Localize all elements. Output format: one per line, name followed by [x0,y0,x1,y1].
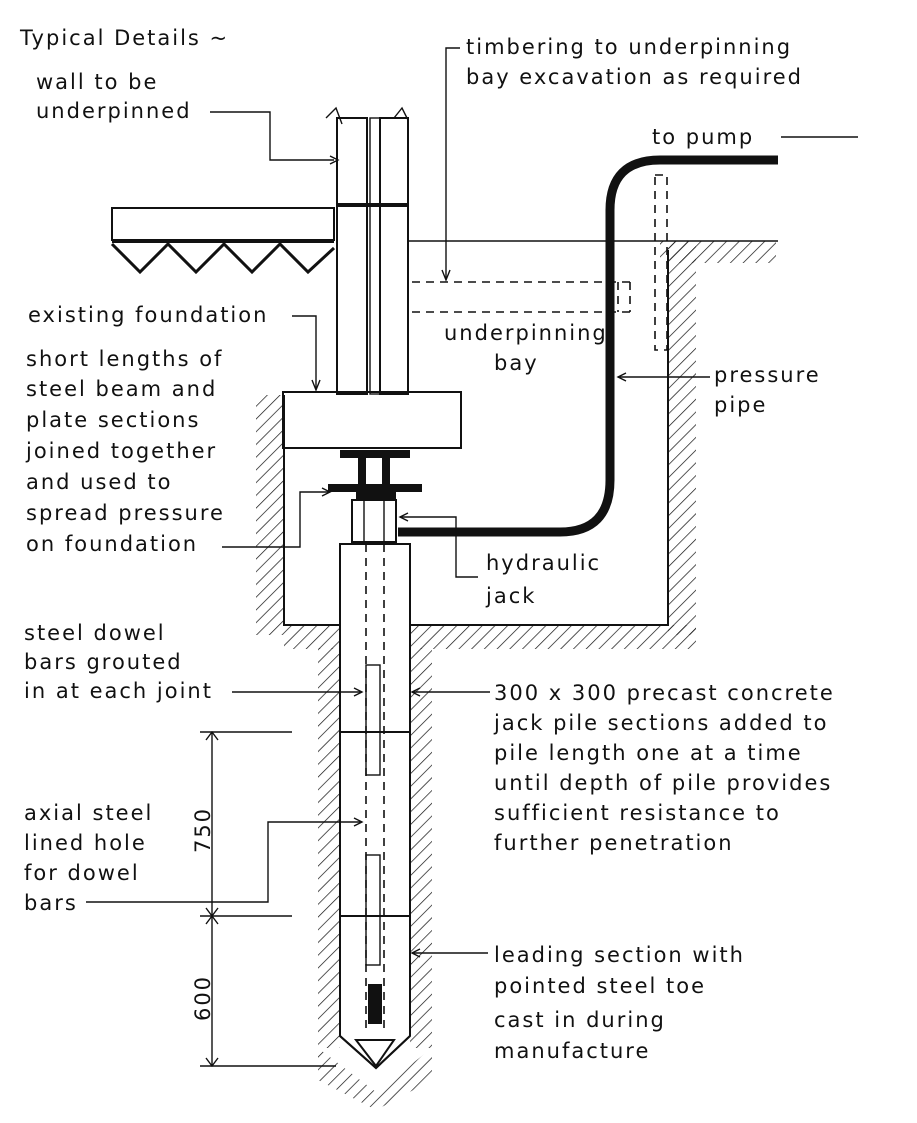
steel-beam-plates [328,450,422,500]
label-leading-section-2: pointed steel toe [494,974,706,998]
label-precast-6: further penetration [494,831,734,855]
label-existing-foundation: existing foundation [28,303,268,327]
pile-hole-soil [318,648,432,1110]
dowel-bar-lower [365,854,381,966]
existing-wall [325,106,409,395]
hydraulic-jack [351,499,397,543]
label-axial-steel-2: lined hole [24,831,147,855]
ground-floor-slab [110,207,336,275]
label-leading-section-1: leading section with [494,943,745,967]
existing-foundation [282,391,462,449]
label-underpinning-bay-1: underpinning [444,321,608,345]
label-steel-dowel-2: bars grouted [24,650,183,674]
label-precast-4: until depth of pile provides [494,771,832,795]
label-leading-section-4: manufacture [494,1039,650,1063]
label-steel-beam-1: short lengths of [26,347,223,371]
label-steel-beam-5: and used to [26,470,172,494]
label-hydraulic-jack-2: jack [485,584,536,608]
label-precast-2: jack pile sections added to [493,711,828,735]
leader-lines [86,47,858,958]
label-wall-line-2: underpinned [36,99,192,123]
label-hydraulic-jack-1: hydraulic [486,551,601,575]
excavation-pit [256,241,696,649]
label-precast-3: pile length one at a time [494,741,803,765]
title-typical-details: Typical Details ~ [19,26,229,50]
steel-toe-insert [368,984,382,1024]
ground-level [408,240,778,263]
label-timbering-line-1: timbering to underpinning [466,35,792,59]
dowel-bar-upper [365,664,381,776]
label-leading-section-3: cast in during [494,1008,666,1032]
label-precast-5: sufficient resistance to [494,801,781,825]
dimension-600: 600 [191,975,215,1021]
label-steel-beam-7: on foundation [26,532,198,556]
label-steel-beam-6: spread pressure [26,501,225,525]
label-timbering-line-2: bay excavation as required [466,65,803,89]
pressure-pipe [398,155,778,537]
label-axial-steel-3: for dowel [24,861,140,885]
label-precast-1: 300 x 300 precast concrete [494,681,835,705]
label-steel-beam-2: steel beam and [26,377,217,401]
pointed-steel-toe [353,1039,396,1068]
label-axial-steel-4: bars [24,891,78,915]
label-pressure-pipe-2: pipe [714,393,767,417]
dimension-lines [200,730,336,1068]
label-steel-dowel-1: steel dowel [24,621,166,645]
label-wall-line-1: wall to be [36,70,158,94]
dimension-750: 750 [191,807,215,853]
label-axial-steel-1: axial steel [24,801,153,825]
label-steel-beam-3: plate sections [26,408,200,432]
label-steel-beam-4: joined together [25,439,217,463]
jack-pile [339,543,411,1070]
label-steel-dowel-3: in at each joint [24,679,213,703]
label-to-pump: to pump [652,125,754,149]
label-underpinning-bay-2: bay [494,351,539,375]
label-pressure-pipe-1: pressure [714,363,821,387]
